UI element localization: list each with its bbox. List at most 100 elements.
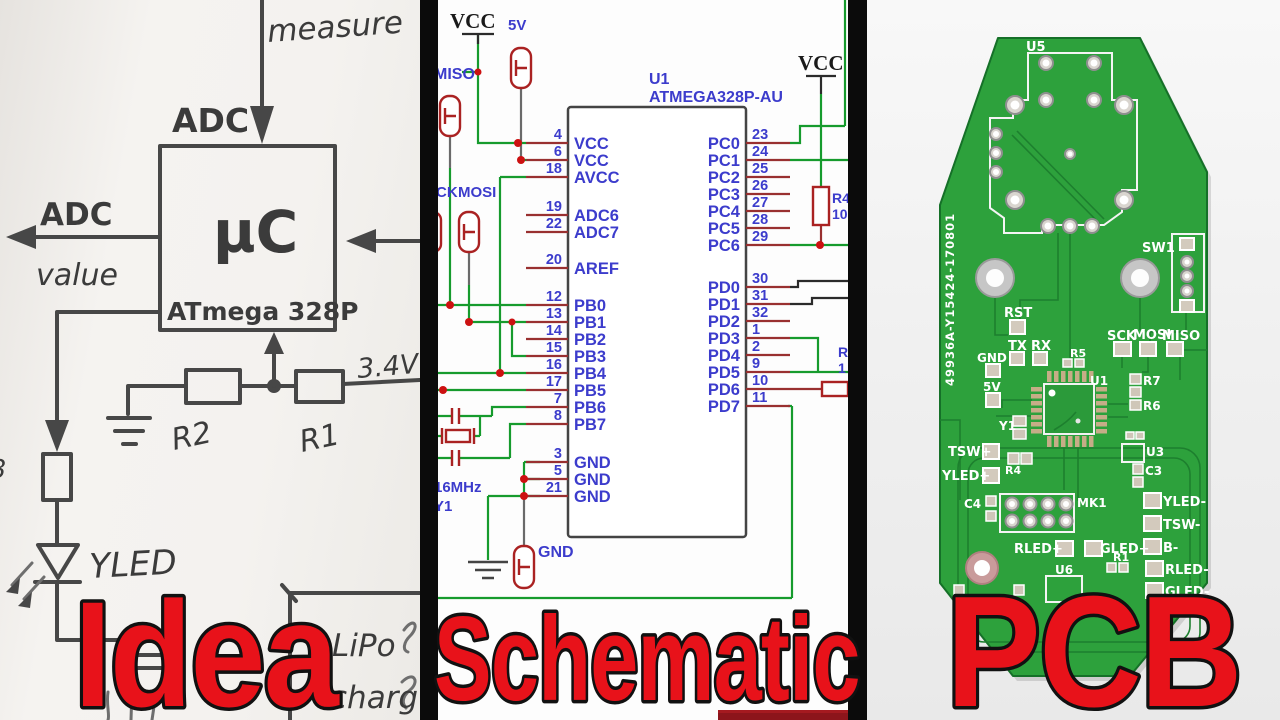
r5-label: R5 xyxy=(1070,347,1086,360)
resistor-r2-sketch xyxy=(184,368,242,405)
rst-label: RST xyxy=(1004,306,1032,321)
u5-label: U5 xyxy=(1026,40,1046,55)
adc-out-label: ADC xyxy=(40,197,112,233)
y1-label: Y1 xyxy=(998,419,1016,433)
pin-number: 8 xyxy=(554,408,562,424)
miso-label: MISO xyxy=(438,66,475,83)
panel-pcb: U5 SW1 RST TX RX GND 5V SCK MOSI MISO R5… xyxy=(867,0,1280,720)
pin-stubs xyxy=(526,141,790,498)
pin-names-right: PC0 PC1 PC2 PC3 PC4 PC5 PC6 PD0 PD1 PD2 … xyxy=(708,135,741,416)
pin-number: 29 xyxy=(752,229,768,245)
gnd-tp-label: GND xyxy=(538,544,574,561)
pin-number: 9 xyxy=(752,356,760,372)
miso-label: MISO xyxy=(1162,329,1200,344)
mcu-part-label: ATmega 328P xyxy=(167,297,358,326)
rx-label: RX xyxy=(1031,339,1051,354)
arrow-down-icon xyxy=(250,106,274,144)
b-minus-label: B- xyxy=(1163,541,1178,556)
pcb-silkscreen-labels: U5 SW1 RST TX RX GND 5V SCK MOSI MISO R5… xyxy=(941,40,1209,600)
pin-name: PB2 xyxy=(574,331,606,349)
ic-value: ATMEGA328P-AU xyxy=(649,89,783,106)
r1-label: R1 xyxy=(296,417,342,460)
arrow-into-box-icon xyxy=(346,229,376,253)
pin-number: 13 xyxy=(546,306,562,322)
pin-name: PC4 xyxy=(708,203,741,221)
5v-label: 5V xyxy=(983,380,1001,394)
vcc-right-label: VCC xyxy=(798,51,844,75)
mounting-holes xyxy=(965,258,1160,585)
tx-label: TX xyxy=(1008,339,1027,354)
c3-label: C3 xyxy=(1145,464,1162,478)
pin-number: 28 xyxy=(752,212,768,228)
pin-names-left: VCC VCC AVCC ADC6 ADC7 AREF PB0 PB1 PB2 … xyxy=(574,135,620,506)
gled-minus-label: GLED- xyxy=(1165,585,1209,600)
crystal-circuit xyxy=(440,408,476,466)
tsw-plus-label: TSW+ xyxy=(948,445,991,460)
pin-name: PD6 xyxy=(708,381,740,399)
sketch-wires xyxy=(6,0,420,720)
pin-number: 12 xyxy=(546,289,562,305)
capacitor-plates xyxy=(450,408,461,466)
pin-number: 2 xyxy=(752,339,760,355)
rled-plus-label: RLED+ xyxy=(1014,542,1063,557)
pin-name: GND xyxy=(574,471,611,489)
sw1-label: SW1 xyxy=(1142,241,1175,256)
pin-number: 16 xyxy=(546,357,562,373)
pin-name: PC3 xyxy=(708,186,740,204)
ground-symbol xyxy=(468,560,508,580)
charger-label: charg xyxy=(330,680,418,716)
mosi-label: MOSI xyxy=(1133,328,1171,343)
rail-voltage-label: 3.4V xyxy=(356,349,420,385)
pin-name: PB6 xyxy=(574,399,606,417)
pin-number: 11 xyxy=(752,390,767,406)
ground-sketch-r2 xyxy=(106,384,188,446)
pin-number: 30 xyxy=(752,271,768,287)
power-symbols: VCC 5V VCC xyxy=(450,9,844,94)
r2-label: R2 xyxy=(168,415,214,458)
lipo-label: LiPo xyxy=(332,628,396,664)
lipo-box-sketch xyxy=(280,583,420,720)
pin-numbers-right: 23 24 25 26 27 28 29 30 31 32 1 2 9 10 1… xyxy=(752,127,768,406)
u3-label: U3 xyxy=(1146,445,1164,459)
pin-name: PD1 xyxy=(708,296,740,314)
pin-name: VCC xyxy=(574,135,609,153)
pin-name: PD5 xyxy=(708,364,740,382)
pin-name: PD4 xyxy=(708,347,741,365)
gnd-label: GND xyxy=(977,351,1007,365)
pin-name: GND xyxy=(574,488,611,506)
pin-name: PC2 xyxy=(708,169,740,187)
pin-name: PB5 xyxy=(574,382,606,400)
arrow-up-icon xyxy=(264,332,284,354)
qfp-u1 xyxy=(1031,371,1107,447)
divider-bar-right xyxy=(848,0,867,720)
pin-number: 22 xyxy=(546,216,562,232)
pin-name: PC6 xyxy=(708,237,740,255)
adc-value-label: value xyxy=(36,258,118,293)
sketch-drawing: measure ADC ADC value µC ATmega 328P R2 … xyxy=(0,0,420,720)
pin-number: 27 xyxy=(752,195,768,211)
panel-sketch: measure ADC ADC value µC ATmega 328P R2 … xyxy=(0,0,420,720)
pin-name: PC0 xyxy=(708,135,740,153)
pin-number: 23 xyxy=(752,127,768,143)
test-points xyxy=(438,46,536,590)
pin-name: ADC6 xyxy=(574,207,619,225)
panel-schematic: U1 ATMEGA328P-AU 4 6 18 19 22 20 12 13 1… xyxy=(438,0,848,720)
arrow-left-icon xyxy=(6,225,36,249)
pin-name: PB4 xyxy=(574,365,607,383)
pin1-dot xyxy=(1048,389,1056,397)
mcu-symbol-label: µC xyxy=(213,198,298,266)
maroon-strip xyxy=(718,710,848,720)
u1-label: U1 xyxy=(1090,374,1108,388)
r-right-ref-label: R xyxy=(838,344,848,360)
mk1-connector xyxy=(999,493,1075,533)
c4-label: C4 xyxy=(964,497,981,511)
board-id-label: 49936A-Y15424-170801 xyxy=(943,213,957,386)
pin-number: 6 xyxy=(554,144,562,160)
sw1-header xyxy=(1171,233,1205,313)
pin-number: 21 xyxy=(546,480,562,496)
pin-number: 7 xyxy=(554,391,562,407)
pin-number: 24 xyxy=(752,144,768,160)
testpoint-sck xyxy=(438,212,443,252)
sketch-labels: measure ADC ADC value µC ATmega 328P R2 … xyxy=(0,5,420,716)
